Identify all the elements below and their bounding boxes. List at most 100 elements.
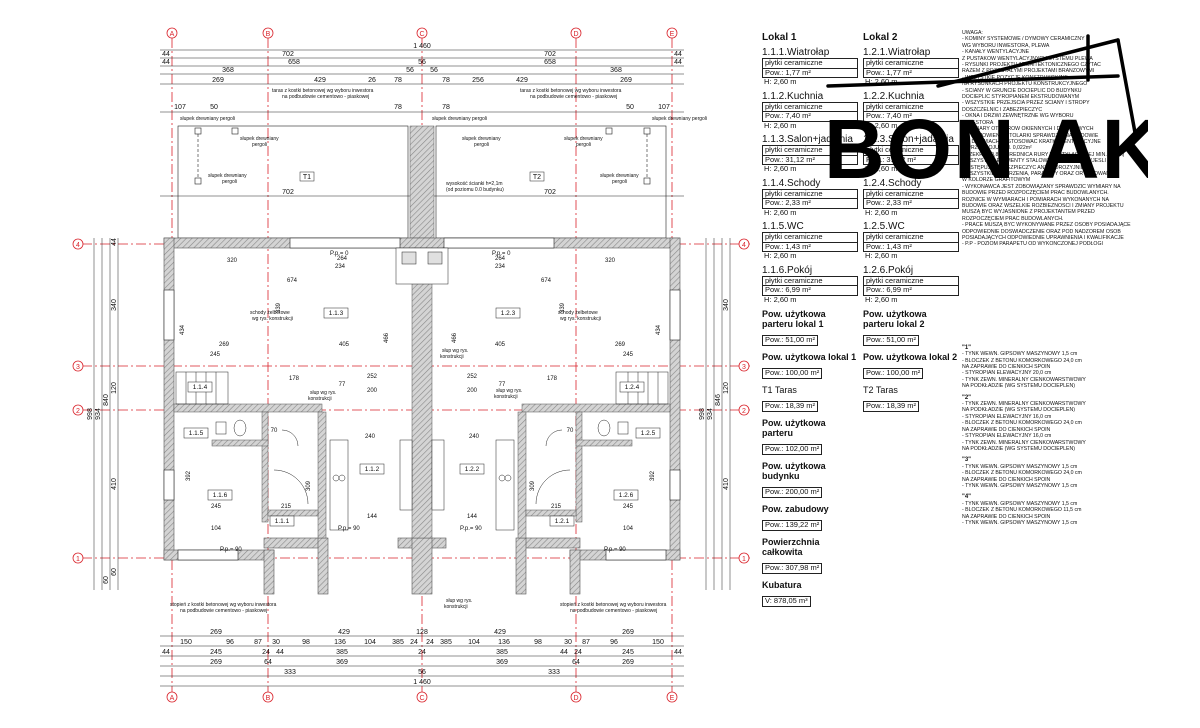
- svg-text:368: 368: [222, 67, 234, 74]
- axis-label-top: C: [419, 31, 424, 38]
- svg-text:215: 215: [281, 504, 292, 510]
- room-height: H: 2,60 m: [865, 77, 898, 86]
- room-label-1-1-6: 1.1.6: [213, 492, 228, 499]
- svg-text:44: 44: [674, 649, 682, 656]
- finish-line: NA ZAPRAWIE DO CIENKICH SPOIN: [962, 513, 1051, 520]
- svg-text:245: 245: [210, 352, 221, 358]
- finish-line: - TYNK WEWN. GIPSOWY MASZYNOWY 1,5 cm: [962, 500, 1078, 507]
- svg-text:320: 320: [227, 258, 238, 264]
- total-label: Powierzchnia całkowita: [762, 537, 820, 557]
- note-line: W KOLORZE GRAFITOWYM: [962, 177, 1031, 184]
- room-name: 1.2.3.Salon+jadalnia: [863, 134, 954, 145]
- svg-text:429: 429: [516, 77, 528, 84]
- interior-annotations: schody żelbetowe wg rys. konstrukcji sch…: [220, 251, 626, 553]
- svg-text:309: 309: [306, 480, 312, 491]
- note-line: DO ZAMÓWIENIA STOLARKI SPRAWDZIĆ NA BUDO…: [962, 132, 1099, 139]
- axis-label-left: 2: [76, 408, 80, 415]
- svg-text:104: 104: [211, 526, 222, 532]
- svg-text:pergoli: pergoli: [222, 179, 237, 185]
- wall-finishes-legend: "1"- TYNK WEWN. GIPSOWY MASZYNOWY 1,5 cm…: [962, 345, 1198, 527]
- room-name: 1.2.6.Pokój: [863, 264, 914, 276]
- total-label: Kubatura: [762, 580, 802, 590]
- room-height: H: 2,60 m: [764, 251, 797, 260]
- room-name: 1.2.2.Kuchnia: [863, 90, 925, 102]
- svg-text:64: 64: [264, 659, 272, 666]
- svg-text:na podbudowie cementowo - pias: na podbudowie cementowo - piaskowej: [530, 94, 617, 100]
- svg-text:136: 136: [334, 639, 346, 646]
- room-label-t2: T2: [533, 174, 541, 181]
- finish-line: - STYROPIAN ELEWACYJNY 20,0 cm: [962, 370, 1052, 377]
- svg-text:77: 77: [339, 382, 346, 388]
- room-name: 1.1.6.Pokój: [762, 264, 813, 276]
- lokal-2-area-value: Pow.: 100,00 m²: [863, 368, 924, 379]
- svg-text:słup wg rys.: słup wg rys.: [446, 598, 472, 604]
- terrace-divider-wall: [409, 125, 435, 239]
- note-line: NA RYSUNKACH PROJEKTU KONSTRUKCYJNEGO: [962, 81, 1088, 88]
- svg-text:schody żelbetowe: schody żelbetowe: [250, 310, 290, 316]
- note-line: PRZEKRÓJ 0,8M (SREDNICA RURY WENTYLACYJN…: [962, 151, 1125, 158]
- svg-text:56: 56: [430, 67, 438, 74]
- finish-line: NA ZAPRAWIE DO CIENKICH SPOIN: [962, 476, 1051, 483]
- svg-text:pergoli: pergoli: [576, 142, 591, 148]
- svg-text:234: 234: [335, 264, 346, 270]
- svg-text:200: 200: [367, 388, 378, 394]
- axis-label-top: D: [573, 31, 578, 38]
- top-dimension-text: 1 460 44 702 702 44 44 658 56 658 44 368…: [162, 43, 682, 196]
- svg-text:234: 234: [495, 264, 506, 270]
- svg-text:60: 60: [111, 568, 118, 576]
- logo-wordmark: BON AKT: [824, 102, 1148, 196]
- svg-text:429: 429: [494, 629, 506, 636]
- svg-text:998: 998: [87, 408, 94, 420]
- room-tags: 1.1.3 1.2.3 1.1.6 1.2.6 1.1.2 1.2.2 1.1.…: [183, 307, 661, 527]
- svg-text:96: 96: [610, 639, 618, 646]
- room-area: Pow.: 1,77 m²: [762, 68, 858, 78]
- svg-text:702: 702: [544, 51, 556, 58]
- svg-text:słup wg rys.: słup wg rys.: [496, 388, 522, 394]
- svg-text:410: 410: [111, 478, 118, 490]
- svg-text:98: 98: [302, 639, 310, 646]
- note-line: Z PUSTAKÓW WENTYLACYJNYCH SYSTEMU PLEWA: [962, 55, 1093, 62]
- svg-text:24: 24: [410, 639, 418, 646]
- svg-text:178: 178: [547, 376, 558, 382]
- finish-line: - TYNK ZEWN. MINERALNY CIENKOWARSTWOWY: [962, 439, 1086, 446]
- svg-text:340: 340: [723, 299, 730, 311]
- side-dimension-text: 998 934 840 340 120 410 60 60 44 340 120…: [87, 238, 730, 584]
- svg-text:934: 934: [707, 408, 714, 420]
- svg-text:107: 107: [174, 104, 186, 111]
- svg-text:słupek drewniany: słupek drewniany: [208, 173, 247, 179]
- svg-text:392: 392: [186, 470, 192, 481]
- note-line: POSIADAJĄCYCH ODPOWIEDNIE UPRAWNIENIA I …: [962, 235, 1124, 241]
- svg-text:P.p.= 0: P.p.= 0: [330, 251, 349, 257]
- svg-text:178: 178: [289, 376, 300, 382]
- notes-title: UWAGA:: [962, 30, 983, 36]
- bottom-annotations: słup wg rys. konstrukcji stopień z kostk…: [170, 598, 667, 614]
- svg-text:269: 269: [210, 629, 222, 636]
- room-height: H: 2,60 m: [764, 120, 797, 130]
- axis-label-bottom: B: [266, 695, 271, 702]
- room-height: H: 2,60 m: [865, 207, 898, 217]
- svg-text:30: 30: [564, 639, 572, 646]
- door-swings: [273, 429, 571, 505]
- svg-text:(od poziomu 0.0 budynku): (od poziomu 0.0 budynku): [446, 187, 504, 193]
- note-line: BUDOWIE PRZED ROZPOCZĘCIEM PRAC BUDOWLAN…: [962, 190, 1109, 197]
- room-height: H: 2,60 m: [865, 120, 898, 130]
- svg-text:107: 107: [658, 104, 670, 111]
- room-label-1-1-3: 1.1.3: [329, 310, 344, 317]
- svg-text:333: 333: [548, 669, 560, 676]
- finish-key: "3": [962, 457, 972, 464]
- room-area: Pow.: 6,99 m²: [863, 285, 959, 296]
- room-area: Pow.: 1,77 m²: [863, 68, 959, 78]
- axis-label-right: 2: [742, 408, 746, 415]
- room-label-1-2-6: 1.2.6: [619, 492, 634, 499]
- note-line: - P.P - POZIOM PARAPETU OD WYKOŃCZONEJ P…: [962, 241, 1103, 248]
- total-value: V: 878,05 m³: [762, 596, 811, 607]
- svg-text:pergoli: pergoli: [252, 142, 267, 148]
- svg-text:słupek drewniany pergoli: słupek drewniany pergoli: [432, 116, 487, 122]
- room-finish: płytki ceramiczne: [863, 58, 959, 69]
- svg-text:słupek drewniany: słupek drewniany: [600, 173, 639, 179]
- room-finish: płytki ceramiczne: [863, 232, 959, 243]
